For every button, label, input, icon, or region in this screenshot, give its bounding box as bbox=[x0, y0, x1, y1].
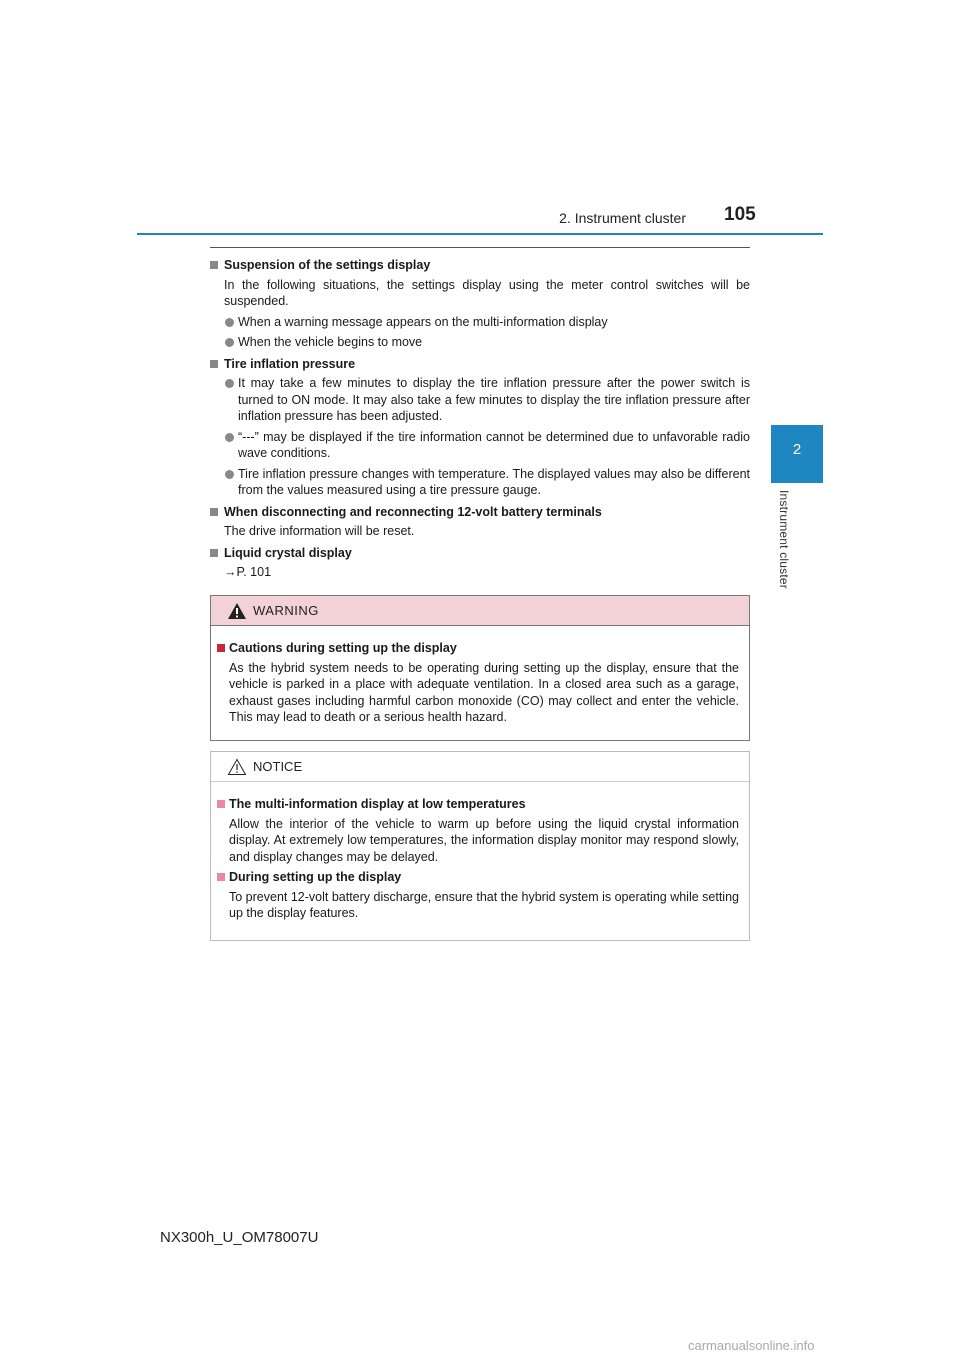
warning-label: WARNING bbox=[253, 603, 319, 618]
warning-triangle-icon bbox=[228, 603, 246, 619]
notice-heading: The multi-information display at low tem… bbox=[217, 796, 739, 813]
list-item: It may take a few minutes to display the… bbox=[210, 375, 750, 425]
square-bullet-icon bbox=[210, 359, 218, 368]
circle-bullet-icon bbox=[225, 379, 234, 388]
circle-bullet-icon bbox=[225, 432, 234, 442]
square-bullet-icon bbox=[217, 644, 225, 652]
section-heading: Tire inflation pressure bbox=[210, 356, 750, 373]
warning-box: WARNING Cautions during setting up the d… bbox=[210, 595, 750, 741]
notice-heading: During setting up the display bbox=[217, 869, 739, 886]
list-item: When the vehicle begins to move bbox=[210, 334, 750, 351]
notice-label: NOTICE bbox=[253, 759, 303, 774]
notice-header: NOTICE bbox=[211, 752, 749, 782]
chapter-tab: 2 bbox=[771, 425, 823, 483]
list-item: “---” may be displayed if the tire infor… bbox=[210, 429, 750, 462]
content-rule bbox=[210, 247, 750, 248]
footer-doc-code: NX300h_U_OM78007U bbox=[160, 1229, 319, 1246]
section-heading: Liquid crystal display bbox=[210, 545, 750, 562]
square-bullet-icon bbox=[210, 507, 218, 516]
square-bullet-icon bbox=[210, 261, 218, 269]
section-suspension: Suspension of the settings display In th… bbox=[210, 257, 750, 351]
warning-body: Cautions during setting up the display A… bbox=[211, 626, 749, 726]
page-reference-link[interactable]: →P. 101 bbox=[224, 565, 272, 579]
header-rule bbox=[137, 233, 823, 235]
section-tire-pressure: Tire inflation pressure It may take a fe… bbox=[210, 356, 750, 499]
warning-heading: Cautions during setting up the display bbox=[217, 640, 739, 657]
list-item: When a warning message appears on the mu… bbox=[210, 314, 750, 331]
square-bullet-icon bbox=[210, 548, 218, 557]
warning-header: WARNING bbox=[211, 596, 749, 626]
circle-bullet-icon bbox=[225, 317, 234, 327]
main-content: Suspension of the settings display In th… bbox=[210, 257, 750, 586]
square-bullet-icon bbox=[217, 800, 225, 808]
watermark: carmanualsonline.info bbox=[688, 1338, 815, 1353]
section-lcd: Liquid crystal display →P. 101 bbox=[210, 545, 750, 581]
circle-bullet-icon bbox=[225, 469, 234, 479]
notice-text: To prevent 12-volt battery discharge, en… bbox=[229, 889, 739, 921]
notice-body: The multi-information display at low tem… bbox=[211, 782, 749, 922]
section-battery: When disconnecting and reconnecting 12-v… bbox=[210, 504, 750, 540]
section-text: In the following situations, the setting… bbox=[224, 277, 750, 309]
page-number: 105 bbox=[724, 204, 756, 225]
header-section-title: 2. Instrument cluster bbox=[559, 210, 686, 226]
warning-text: As the hybrid system needs to be operati… bbox=[229, 660, 739, 725]
notice-text: Allow the interior of the vehicle to war… bbox=[229, 816, 739, 864]
section-heading: Suspension of the settings display bbox=[210, 257, 750, 274]
chapter-side-label: Instrument cluster bbox=[777, 490, 791, 589]
list-item: Tire inflation pressure changes with tem… bbox=[210, 466, 750, 499]
section-heading: When disconnecting and reconnecting 12-v… bbox=[210, 504, 750, 521]
circle-bullet-icon bbox=[225, 338, 234, 347]
section-text: The drive information will be reset. bbox=[224, 524, 415, 538]
notice-triangle-icon bbox=[227, 758, 247, 775]
square-bullet-icon bbox=[217, 873, 225, 881]
notice-box: NOTICE The multi-information display at … bbox=[210, 751, 750, 941]
